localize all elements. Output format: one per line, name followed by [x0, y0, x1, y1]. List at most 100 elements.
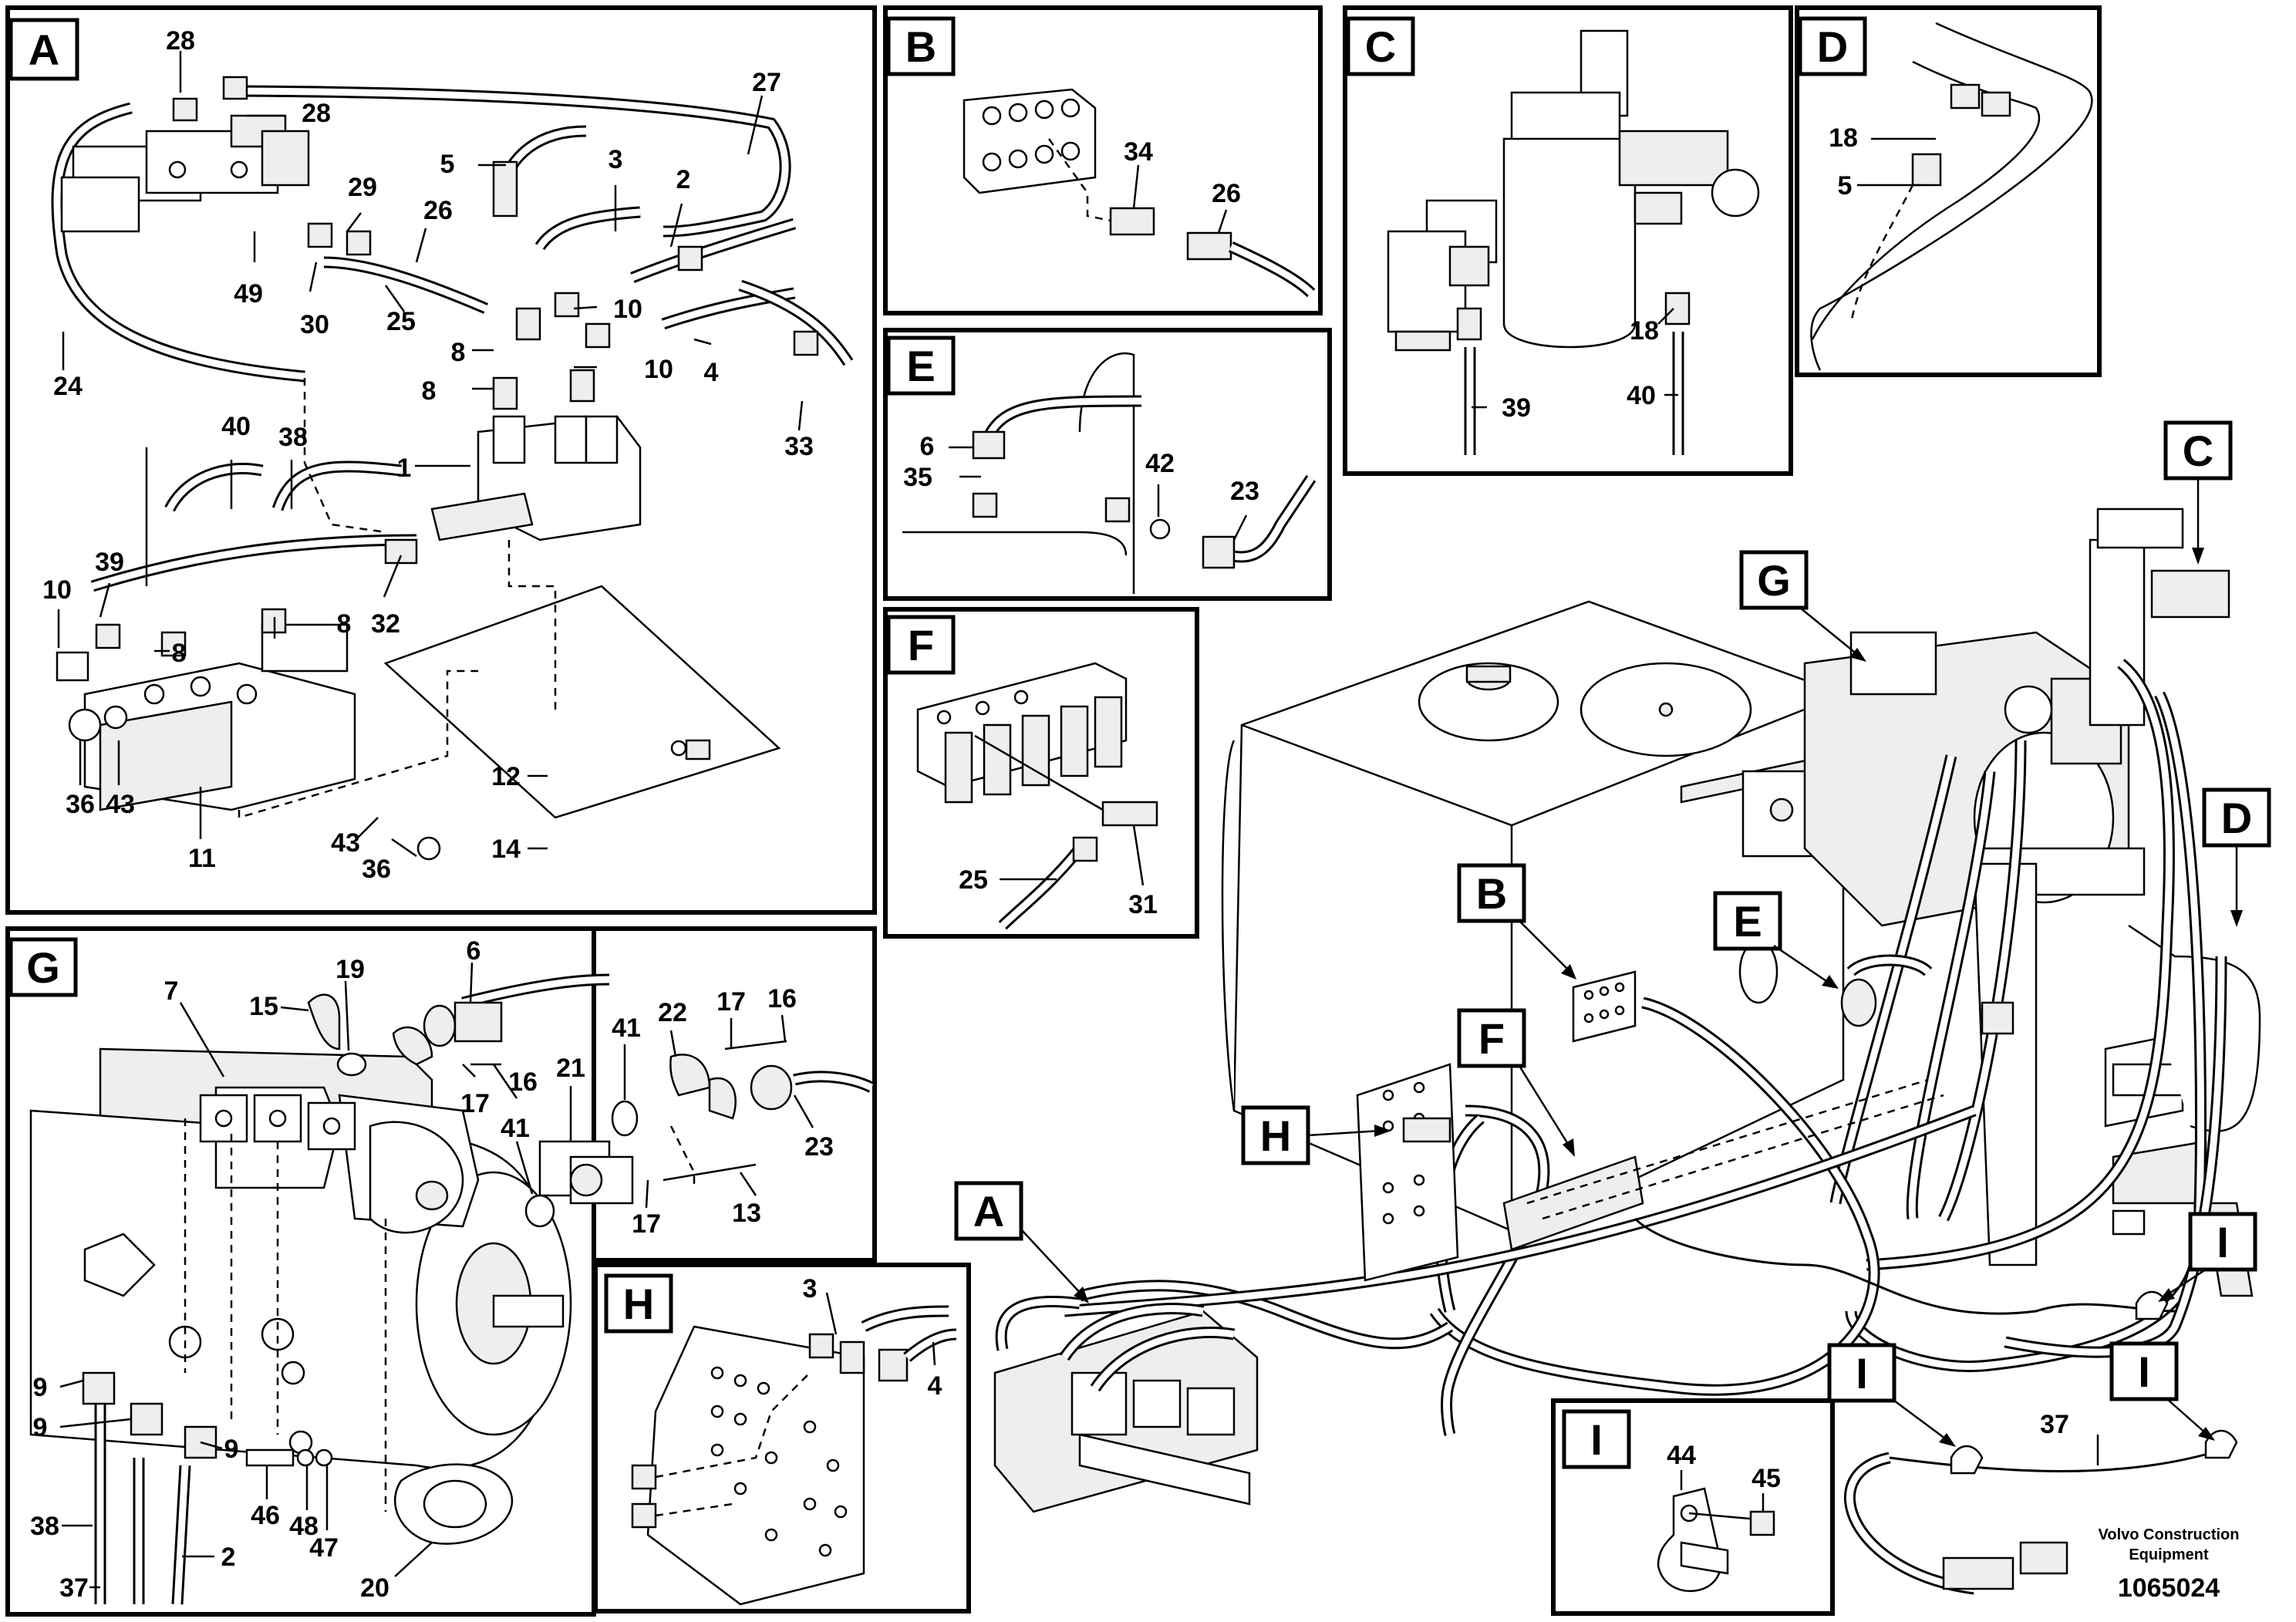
callout-39-c: 39 [1502, 393, 1531, 423]
drawing-number: 1065024 [2118, 1573, 2220, 1603]
panel-c: C 18 39 40 [1343, 5, 1793, 476]
panel-d: D 18 5 [1795, 5, 2102, 377]
callout-49: 49 [234, 279, 263, 309]
callout-36-a: 36 [66, 790, 95, 819]
callout-38: 38 [278, 423, 308, 452]
callout-43-a: 43 [106, 790, 135, 819]
pointer-i-c: I [2138, 1347, 2150, 1396]
pointer-a: A [973, 1187, 1004, 1236]
panel-i: I 44 45 [1551, 1398, 1835, 1616]
callout-39: 39 [95, 548, 124, 577]
callout-18-c: 18 [1630, 316, 1659, 346]
callout-25-f: 25 [959, 865, 988, 895]
callout-36-b: 36 [362, 855, 391, 884]
pointer-b: B [1476, 869, 1507, 918]
callout-10-c: 10 [42, 575, 72, 605]
callout-38-g: 38 [30, 1512, 59, 1541]
main-view: C G D E B F H A I I [954, 420, 2271, 1595]
callout-17-a: 17 [716, 987, 746, 1017]
callout-34: 34 [1124, 137, 1153, 167]
panel-a: A [5, 5, 877, 915]
panel-d-label: D [1817, 22, 1848, 71]
callout-37-main: 37 [2040, 1410, 2069, 1439]
callout-41-a: 41 [612, 1013, 641, 1043]
callout-9-a: 9 [33, 1373, 48, 1402]
callout-14: 14 [491, 835, 521, 864]
callout-16-b: 16 [508, 1067, 538, 1097]
callout-46: 46 [251, 1501, 280, 1530]
callout-45: 45 [1752, 1464, 1781, 1493]
callout-35: 35 [903, 463, 932, 492]
callout-22: 22 [658, 998, 687, 1027]
callout-43-b: 43 [331, 828, 360, 858]
callout-18-d: 18 [1829, 123, 1858, 153]
callout-5: 5 [440, 150, 455, 179]
callout-28-b: 28 [302, 99, 331, 128]
panel-g-label: G [26, 943, 60, 992]
callout-6-e: 6 [920, 432, 935, 461]
callout-27: 27 [752, 68, 781, 97]
callout-17-c: 17 [632, 1209, 661, 1239]
callout-7: 7 [164, 976, 179, 1006]
panel-f: F 25 31 [883, 607, 1199, 939]
callout-8-c: 8 [172, 639, 187, 668]
callout-21: 21 [556, 1054, 585, 1083]
panel-h: H 3 4 [593, 1263, 971, 1614]
pointer-f: F [1478, 1014, 1505, 1063]
callout-3: 3 [609, 145, 623, 174]
callout-15: 15 [249, 992, 278, 1021]
callout-1: 1 [397, 454, 412, 483]
callout-6-g: 6 [467, 936, 481, 966]
callout-8-b: 8 [422, 376, 437, 406]
panel-i-label: I [1590, 1415, 1603, 1464]
callout-29: 29 [348, 173, 377, 202]
panel-b-label: B [905, 22, 936, 71]
callout-37-g: 37 [59, 1573, 89, 1603]
callout-24: 24 [53, 372, 83, 401]
callout-23-g: 23 [804, 1132, 834, 1162]
panel-e-label: E [906, 342, 935, 390]
callout-41-b: 41 [501, 1114, 530, 1143]
callout-20: 20 [360, 1573, 389, 1603]
footer: Volvo Construction Equipment 1065024 [2099, 1526, 2240, 1603]
brand-line-2: Equipment [2129, 1546, 2209, 1563]
panel-e: E 6 35 42 23 [883, 328, 1332, 601]
callout-30: 30 [300, 310, 329, 339]
callout-8-a: 8 [451, 338, 466, 367]
callout-16-a: 16 [767, 984, 797, 1013]
callout-3-h: 3 [803, 1274, 818, 1303]
panel-h-label: H [623, 1280, 654, 1328]
callout-12: 12 [491, 762, 521, 791]
callout-10-a: 10 [613, 295, 642, 324]
callout-23-e: 23 [1230, 477, 1259, 506]
pointer-i-a: I [2217, 1218, 2229, 1266]
callout-33: 33 [784, 432, 814, 461]
callout-19: 19 [335, 955, 365, 984]
callout-32: 32 [371, 609, 400, 639]
pointer-i-b: I [1856, 1349, 1868, 1398]
callout-10-b: 10 [644, 355, 673, 384]
callout-42: 42 [1145, 449, 1175, 478]
callout-40-c: 40 [1627, 381, 1656, 410]
pointer-h: H [1260, 1111, 1291, 1160]
callout-9-b: 9 [33, 1413, 48, 1442]
panel-f-label: F [908, 621, 934, 669]
callout-26: 26 [423, 196, 453, 225]
callout-5-d: 5 [1838, 171, 1853, 201]
panel-c-label: C [1365, 22, 1396, 71]
brand-line-1: Volvo Construction [2099, 1526, 2240, 1543]
callout-11: 11 [188, 844, 216, 873]
pointer-c: C [2183, 427, 2213, 475]
panel-g: G [5, 926, 877, 1617]
callout-2: 2 [676, 165, 691, 194]
callout-48: 48 [289, 1512, 319, 1541]
callout-8-d: 8 [337, 609, 352, 639]
callout-2-g: 2 [221, 1543, 236, 1572]
callout-31: 31 [1128, 890, 1158, 919]
panel-a-label: A [29, 25, 59, 74]
callout-4-h: 4 [928, 1371, 942, 1401]
callout-17-b: 17 [460, 1089, 490, 1118]
pointer-g: G [1757, 556, 1791, 605]
callout-40: 40 [221, 412, 251, 441]
